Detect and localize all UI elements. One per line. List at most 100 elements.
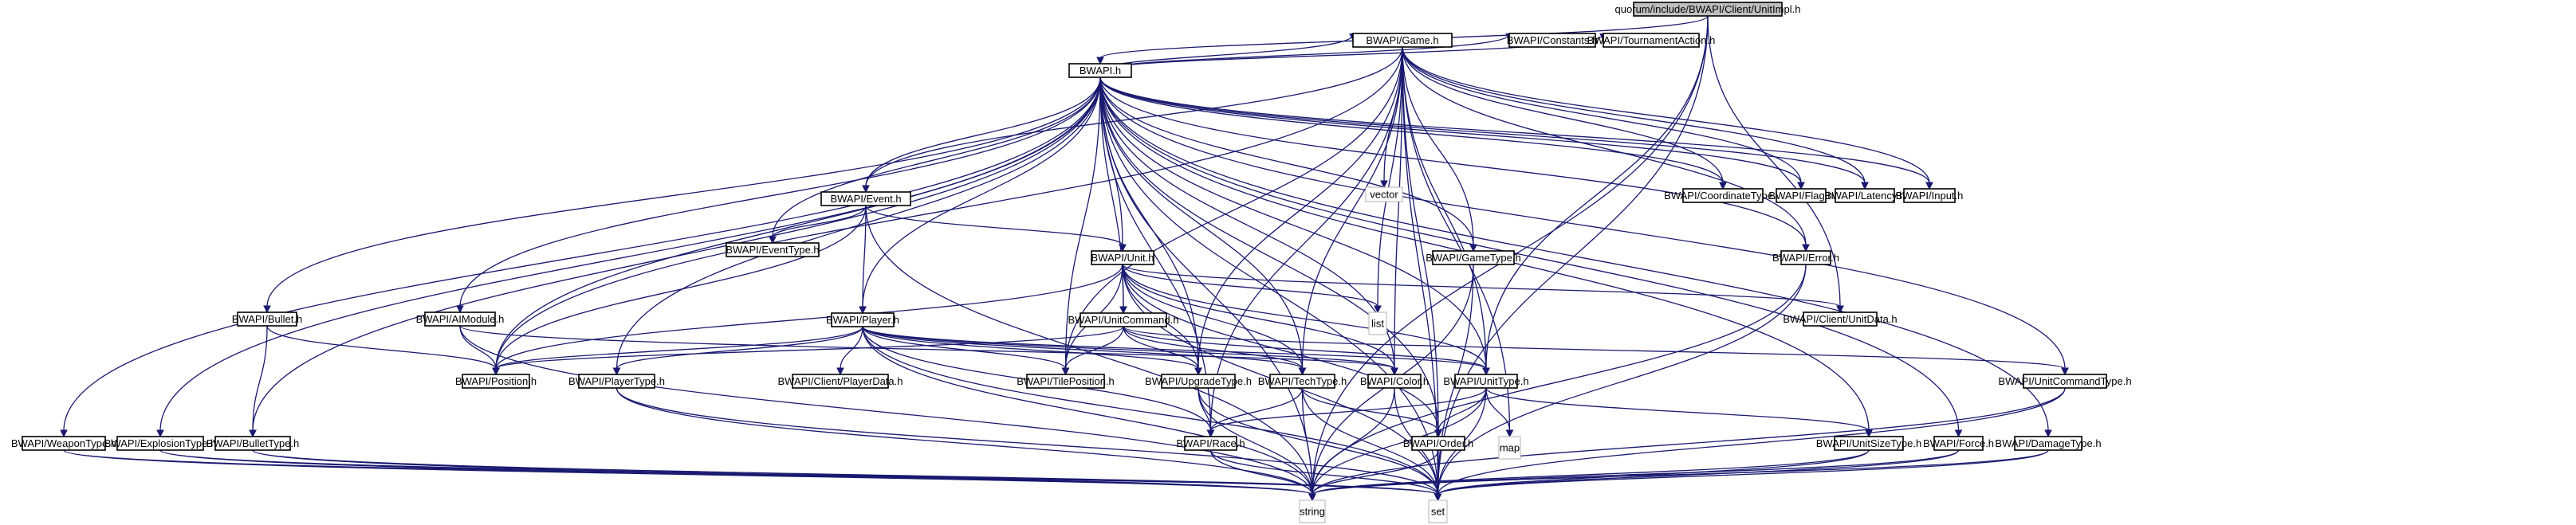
node-playertype[interactable]: BWAPI/PlayerType.h bbox=[568, 374, 665, 389]
node-label: BWAPI/UnitCommand.h bbox=[1068, 314, 1179, 326]
node-upgradetype[interactable]: BWAPI/UpgradeType.h bbox=[1145, 374, 1252, 389]
node-tournament[interactable]: BWAPI/TournamentAction.h bbox=[1587, 33, 1716, 48]
node-input[interactable]: BWAPI/Input.h bbox=[1896, 188, 1964, 203]
edge-line bbox=[495, 326, 863, 370]
edge-unit-to-list bbox=[1122, 264, 1382, 314]
edge-line bbox=[1437, 449, 2049, 496]
edge-arrowhead bbox=[769, 236, 777, 245]
node-techtype[interactable]: BWAPI/TechType.h bbox=[1258, 374, 1347, 389]
edge-bwapi-to-force bbox=[1099, 76, 1963, 438]
edge-bwapi-to-flag bbox=[1099, 76, 1805, 190]
node-vector: vector bbox=[1365, 186, 1403, 202]
node-label: BWAPI/TilePosition.h bbox=[1017, 375, 1115, 387]
node-bwapi[interactable]: BWAPI.h bbox=[1068, 63, 1132, 78]
node-label: BWAPI/UnitType.h bbox=[1443, 375, 1528, 387]
edge-techtype-to-race bbox=[1206, 387, 1304, 438]
node-race[interactable]: BWAPI/Race.h bbox=[1176, 436, 1245, 451]
node-damagetype[interactable]: BWAPI/DamageType.h bbox=[1995, 436, 2102, 451]
node-box bbox=[1835, 188, 1895, 203]
node-box bbox=[116, 436, 204, 451]
edge-arrowhead bbox=[1861, 182, 1869, 190]
edge-line bbox=[1707, 15, 1841, 308]
edge-line bbox=[1301, 387, 1439, 496]
edge-arrowhead bbox=[1954, 429, 1963, 438]
edge-line bbox=[1312, 387, 1487, 496]
edge-arrowhead bbox=[1374, 305, 1382, 314]
node-label: BWAPI/Constants.h bbox=[1507, 34, 1598, 46]
edge-line bbox=[1099, 76, 1439, 432]
edge-player-to-color bbox=[862, 326, 1398, 376]
node-box bbox=[424, 311, 496, 327]
edge-arrowhead bbox=[1061, 367, 1070, 376]
node-constants[interactable]: BWAPI/Constants.h bbox=[1507, 33, 1598, 48]
node-gametype[interactable]: BWAPI/GameType.h bbox=[1426, 250, 1521, 265]
node-unit[interactable]: BWAPI/Unit.h bbox=[1091, 250, 1154, 265]
edge-arrowhead bbox=[1096, 57, 1104, 65]
node-box bbox=[578, 374, 655, 389]
node-box bbox=[1682, 188, 1764, 203]
node-coordtype[interactable]: BWAPI/CoordinateType.h bbox=[1664, 188, 1782, 203]
node-box bbox=[1603, 33, 1700, 48]
edge-arrowhead bbox=[1482, 367, 1490, 376]
node-player[interactable]: BWAPI/Player.h bbox=[826, 312, 899, 327]
node-error[interactable]: BWAPI/Error.h bbox=[1772, 250, 1839, 265]
node-unitdata[interactable]: BWAPI/Client/UnitData.h bbox=[1783, 311, 1898, 327]
node-label: BWAPI/UnitCommandType.h bbox=[1998, 375, 2131, 387]
node-label: BWAPI/Player.h bbox=[826, 314, 899, 326]
node-label: quorum/include/BWAPI/Client/UnitImpl.h bbox=[1615, 3, 1801, 15]
node-box bbox=[1498, 436, 1521, 460]
edge-line bbox=[459, 325, 1395, 370]
edge-unitcommand-to-tileposition bbox=[1061, 326, 1124, 376]
edge-line bbox=[1402, 46, 1439, 496]
edge-game-to-flag bbox=[1402, 46, 1805, 190]
edge-arrowhead bbox=[859, 306, 867, 315]
node-label: BWAPI/TechType.h bbox=[1258, 375, 1347, 387]
edge-line bbox=[862, 326, 1439, 496]
edge-bwapi-to-error bbox=[1099, 76, 1810, 253]
node-playerdata[interactable]: BWAPI/Client/PlayerData.h bbox=[777, 374, 903, 389]
node-position[interactable]: BWAPI/Position.h bbox=[455, 374, 537, 389]
node-unitcommandtype[interactable]: BWAPI/UnitCommandType.h bbox=[1998, 374, 2132, 389]
edge-arrowhead bbox=[1119, 306, 1127, 315]
node-event[interactable]: BWAPI/Event.h bbox=[820, 191, 911, 206]
edge-line bbox=[615, 387, 1439, 496]
edge-game-to-coordtype bbox=[1402, 46, 1727, 190]
node-eventtype[interactable]: BWAPI/EventType.h bbox=[726, 242, 820, 257]
edge-arrowhead bbox=[249, 429, 257, 438]
node-box bbox=[1428, 500, 1448, 523]
edge-line bbox=[1209, 449, 1313, 496]
edge-arrowhead bbox=[1719, 182, 1727, 190]
edge-arrowhead bbox=[1434, 493, 1442, 502]
edge-line bbox=[252, 325, 268, 432]
node-unitcommand[interactable]: BWAPI/UnitCommand.h bbox=[1068, 312, 1179, 327]
node-aimodule[interactable]: BWAPI/AIModule.h bbox=[416, 311, 505, 327]
node-unittype[interactable]: BWAPI/UnitType.h bbox=[1443, 374, 1529, 389]
edge-unitsizetype-to-string bbox=[1308, 449, 1870, 502]
edge-line bbox=[1099, 34, 1354, 72]
node-color[interactable]: BWAPI/Color.h bbox=[1360, 374, 1429, 389]
edge-line bbox=[1099, 76, 1930, 184]
node-flag[interactable]: BWAPI/Flag.h bbox=[1768, 188, 1834, 203]
edge-line bbox=[1209, 387, 1487, 432]
node-box bbox=[1780, 250, 1831, 265]
edge-line bbox=[862, 205, 867, 308]
node-label: BWAPI/EventType.h bbox=[726, 244, 819, 256]
edge-line bbox=[1099, 76, 2049, 432]
node-weapontype[interactable]: BWAPI/WeaponType.h bbox=[11, 436, 116, 451]
edge-line bbox=[266, 325, 497, 370]
node-order[interactable]: BWAPI/Order.h bbox=[1403, 436, 1473, 451]
node-box bbox=[2023, 374, 2107, 389]
node-bullet[interactable]: BWAPI/Bullet.h bbox=[232, 311, 302, 327]
node-force[interactable]: BWAPI/Force.h bbox=[1923, 436, 1994, 451]
edge-line bbox=[1123, 326, 1487, 370]
edge-arrowhead bbox=[1797, 182, 1805, 190]
node-tileposition[interactable]: BWAPI/TilePosition.h bbox=[1017, 374, 1115, 389]
edge-damagetype-to-set bbox=[1434, 449, 2049, 502]
node-latency[interactable]: BWAPI/Latency.h bbox=[1825, 188, 1905, 203]
node-explosiontype[interactable]: BWAPI/ExplosionType.h bbox=[104, 436, 216, 451]
node-game[interactable]: BWAPI/Game.h bbox=[1352, 33, 1453, 48]
node-unitsizetype[interactable]: BWAPI/UnitSizeType.h bbox=[1816, 436, 1921, 451]
edge-line bbox=[1122, 264, 1304, 370]
node-bullettype[interactable]: BWAPI/BulletType.h bbox=[206, 436, 300, 451]
